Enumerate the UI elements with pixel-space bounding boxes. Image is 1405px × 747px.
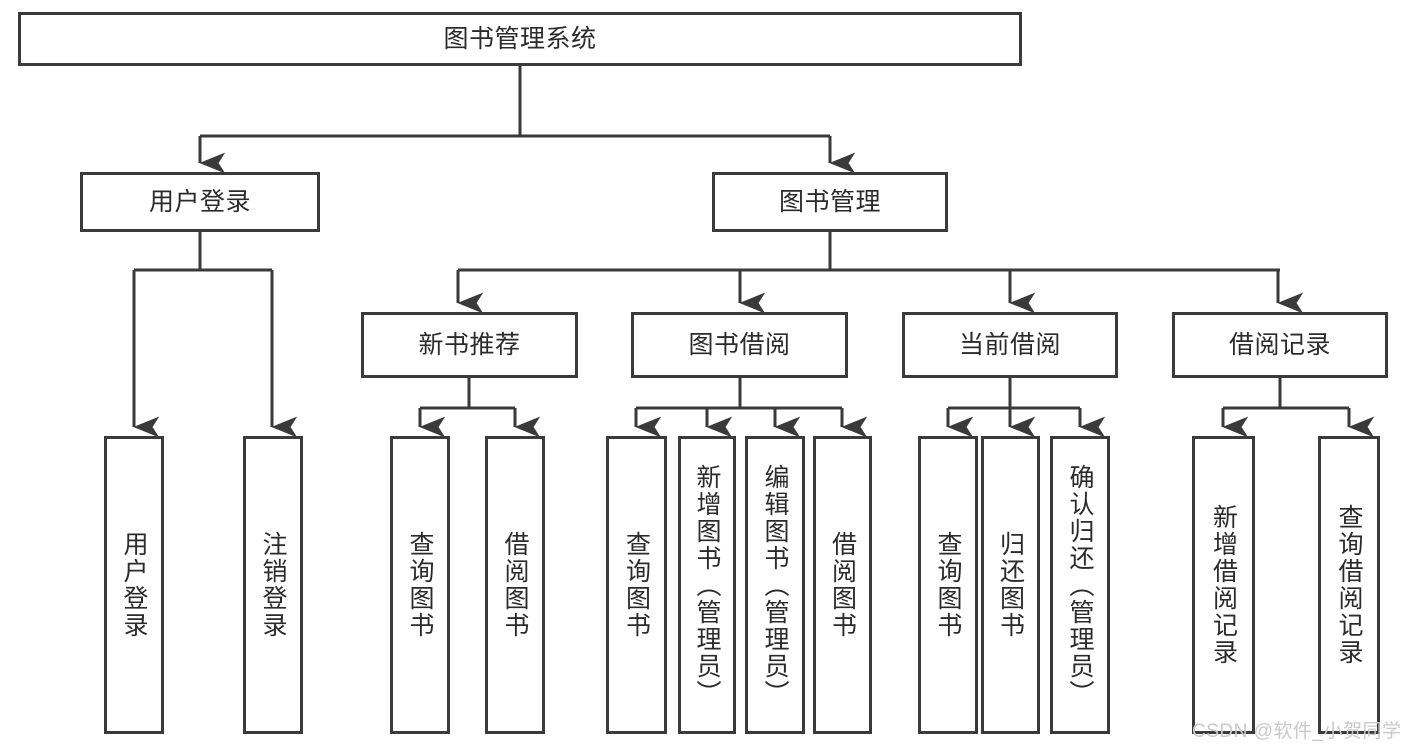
level3-node[interactable]: 当前借阅 — [902, 312, 1118, 378]
root-label: 图书管理系统 — [443, 25, 597, 53]
leaves-label: 归还图书 — [996, 531, 1025, 639]
level2-node[interactable]: 用户登录 — [80, 172, 320, 232]
leaves-label: 借阅图书 — [828, 531, 857, 639]
level2-node[interactable]: 图书管理 — [712, 172, 948, 232]
level3-node[interactable]: 借阅记录 — [1172, 312, 1388, 378]
leaves-node[interactable]: 借阅图书 — [813, 436, 872, 734]
leaves-label: 查询图书 — [934, 531, 962, 639]
level3-label: 图书借阅 — [688, 331, 791, 359]
level2-label: 用户登录 — [148, 188, 251, 216]
leaves-node[interactable]: 查询图书 — [390, 436, 450, 734]
level3-label: 当前借阅 — [958, 331, 1061, 359]
leaves-node[interactable]: 用户登录 — [104, 436, 164, 734]
leaves-node[interactable]: 查询图书 — [606, 436, 667, 734]
csdn-watermark: CSDN @软件_小贺同学 — [1192, 721, 1402, 742]
leaves-node[interactable]: 查询图书 — [918, 436, 978, 734]
level3-label: 新书推荐 — [418, 331, 521, 359]
leaves-node[interactable]: 新增图书（管理员） — [678, 436, 736, 734]
leaves-node[interactable]: 新增借阅记录 — [1192, 436, 1255, 734]
leaves-node[interactable]: 注销登录 — [243, 436, 303, 734]
leaves-label: 新增图书（管理员） — [693, 463, 721, 707]
leaves-node[interactable]: 查询借阅记录 — [1318, 436, 1380, 734]
leaves-label: 新增借阅记录 — [1209, 504, 1238, 666]
leaves-node[interactable]: 确认归还（管理员） — [1050, 436, 1110, 734]
leaves-label: 编辑图书（管理员） — [761, 463, 789, 707]
leaves-label: 注销登录 — [259, 531, 287, 639]
level3-node[interactable]: 图书借阅 — [631, 312, 848, 378]
leaves-label: 查询图书 — [622, 531, 651, 639]
leaves-label: 用户登录 — [120, 531, 148, 639]
level2-label: 图书管理 — [778, 188, 881, 216]
level3-node[interactable]: 新书推荐 — [361, 312, 578, 378]
leaves-node[interactable]: 归还图书 — [981, 436, 1040, 734]
leaves-label: 确认归还（管理员） — [1066, 463, 1094, 707]
leaves-label: 查询借阅记录 — [1335, 504, 1363, 666]
root-node[interactable]: 图书管理系统 — [18, 12, 1022, 66]
level3-label: 借阅记录 — [1228, 331, 1331, 359]
leaves-label: 查询图书 — [406, 531, 434, 639]
leaves-label: 借阅图书 — [501, 531, 529, 639]
leaves-node[interactable]: 编辑图书（管理员） — [745, 436, 805, 734]
leaves-node[interactable]: 借阅图书 — [485, 436, 545, 734]
